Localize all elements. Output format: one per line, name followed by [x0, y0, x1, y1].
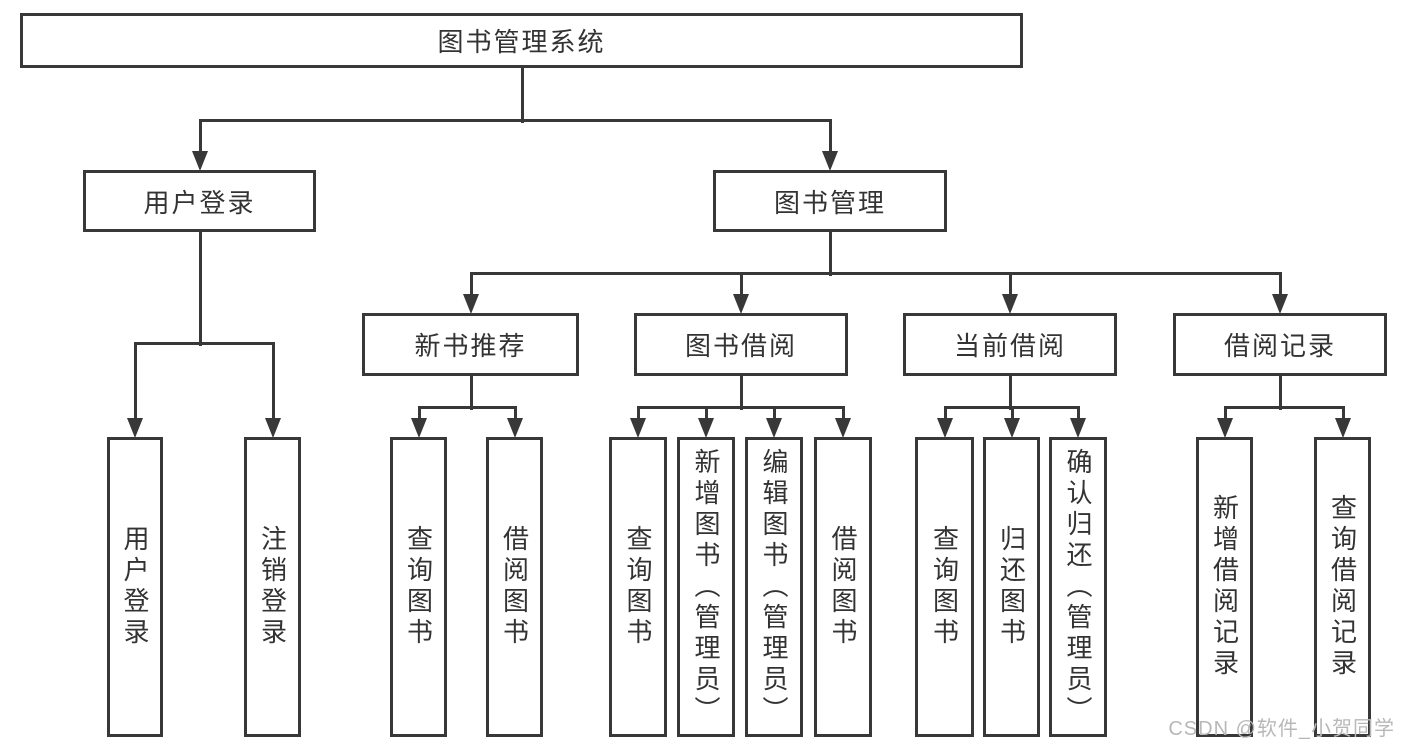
connector-line	[199, 232, 202, 346]
arrowhead-down-icon	[822, 151, 838, 171]
arrowhead-down-icon	[1070, 418, 1086, 438]
node-add-borrow-record: 新增借阅记录	[1196, 437, 1253, 737]
arrowhead-down-icon	[1272, 294, 1288, 314]
arrowhead-down-icon	[463, 294, 479, 314]
node-book-mgmt: 图书管理	[713, 170, 947, 232]
node-book-borrow: 图书借阅	[634, 313, 848, 376]
arrowhead-down-icon	[411, 418, 427, 438]
node-query-book-borrow: 查询图书	[609, 437, 667, 737]
connector-line	[134, 342, 137, 419]
connector-line	[1342, 406, 1345, 419]
connector-line	[418, 406, 516, 409]
arrowhead-down-icon	[507, 418, 523, 438]
node-confirm-return-admin: 确认归还（管理员）	[1049, 437, 1107, 737]
connector-line	[1009, 376, 1012, 410]
connector-line	[1077, 406, 1080, 419]
connector-line	[272, 342, 275, 419]
node-logout: 注销登录	[244, 437, 301, 737]
connector-line	[199, 119, 831, 122]
arrowhead-down-icon	[1217, 418, 1233, 438]
arrowhead-down-icon	[630, 418, 646, 438]
arrowhead-down-icon	[733, 294, 749, 314]
connector-line	[134, 342, 274, 345]
arrowhead-down-icon	[835, 418, 851, 438]
node-root: 图书管理系统	[20, 13, 1023, 68]
watermark: CSDN @软件_小贺同学	[1168, 718, 1395, 740]
connector-line	[1011, 406, 1014, 419]
connector-line	[637, 406, 844, 409]
arrowhead-down-icon	[127, 418, 143, 438]
connector-line	[637, 406, 640, 419]
connector-line	[740, 376, 743, 410]
node-user-login-leaf: 用户登录	[107, 437, 163, 737]
connector-line	[1009, 272, 1012, 295]
connector-line	[418, 406, 421, 419]
node-return-book: 归还图书	[983, 437, 1040, 737]
connector-line	[773, 406, 776, 419]
connector-line	[842, 406, 845, 419]
connector-line	[521, 68, 524, 123]
node-query-book-current: 查询图书	[915, 437, 974, 737]
arrowhead-down-icon	[1004, 418, 1020, 438]
connector-line	[470, 272, 1281, 275]
arrowhead-down-icon	[192, 151, 208, 171]
connector-line	[199, 119, 202, 152]
node-current-borrow: 当前借阅	[903, 313, 1117, 376]
node-edit-book-admin: 编辑图书（管理员）	[745, 437, 803, 737]
connector-line	[1224, 406, 1227, 419]
node-borrow-record: 借阅记录	[1173, 313, 1387, 376]
arrowhead-down-icon	[1002, 294, 1018, 314]
node-add-book-admin: 新增图书（管理员）	[677, 437, 735, 737]
connector-line	[740, 272, 743, 295]
connector-line	[514, 406, 517, 419]
node-borrow-book-borrow: 借阅图书	[814, 437, 872, 737]
connector-line	[1224, 406, 1344, 409]
node-user-login: 用户登录	[83, 170, 316, 232]
connector-line	[470, 272, 473, 295]
arrowhead-down-icon	[937, 418, 953, 438]
connector-line	[705, 406, 708, 419]
arrowhead-down-icon	[1335, 418, 1351, 438]
node-query-book-rec: 查询图书	[390, 437, 447, 737]
arrowhead-down-icon	[766, 418, 782, 438]
connector-line	[829, 119, 832, 152]
connector-line	[470, 376, 473, 410]
arrowhead-down-icon	[698, 418, 714, 438]
connector-line	[1279, 376, 1282, 410]
node-borrow-book-rec: 借阅图书	[486, 437, 543, 737]
node-new-book-rec: 新书推荐	[362, 313, 579, 376]
connector-line	[1279, 272, 1282, 295]
connector-line	[829, 232, 832, 276]
arrowhead-down-icon	[265, 418, 281, 438]
node-query-borrow-record: 查询借阅记录	[1314, 437, 1371, 737]
connector-line	[944, 406, 947, 419]
